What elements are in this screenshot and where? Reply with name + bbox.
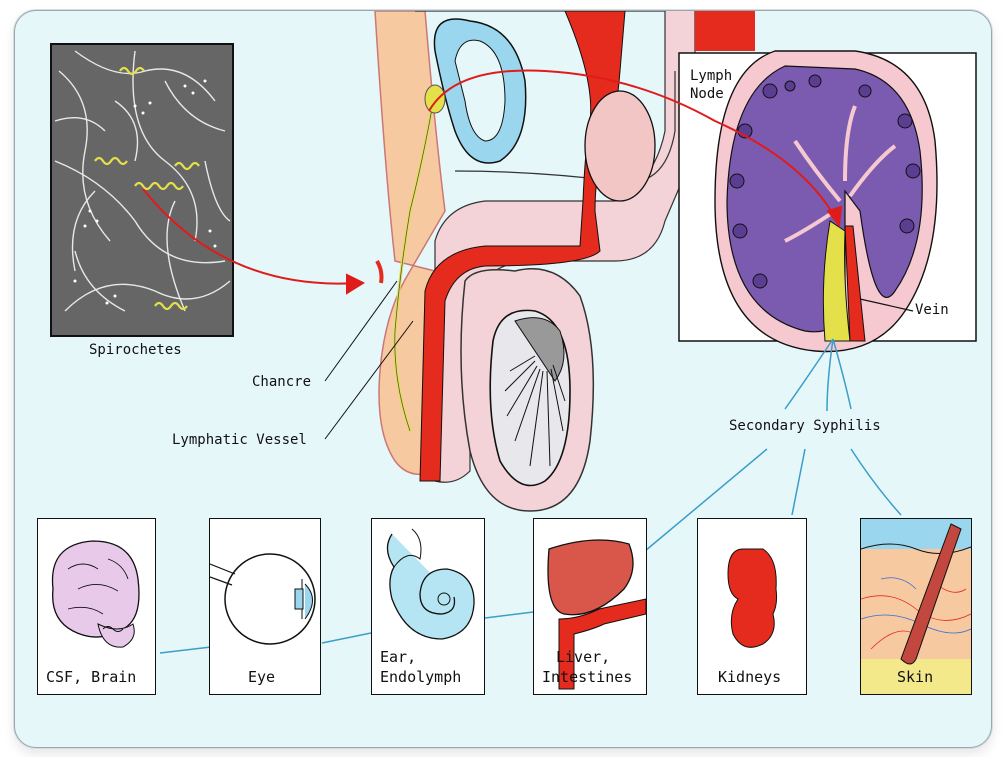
organ-box-brain: CSF, Brain bbox=[37, 518, 156, 695]
organ-box-eye: Eye bbox=[209, 518, 321, 695]
spirochetes-micrograph bbox=[51, 44, 233, 336]
organ-label-kidneys: Kidneys bbox=[718, 669, 781, 686]
lymph-node-label-line2: Node bbox=[690, 85, 724, 103]
spirochetes-label: Spirochetes bbox=[89, 341, 182, 359]
organ-label-ear-2: Endolymph bbox=[380, 669, 461, 686]
organ-label-skin: Skin bbox=[897, 669, 933, 686]
organ-box-kidneys: Kidneys bbox=[697, 518, 807, 695]
organ-label-brain: CSF, Brain bbox=[46, 669, 136, 686]
lymph-node-label-line1: Lymph bbox=[690, 67, 732, 85]
organ-label-liver-2: Intestines bbox=[542, 669, 632, 686]
lymphatic-vessel-label: Lymphatic Vessel bbox=[172, 431, 307, 449]
organ-label-liver-1: Liver, bbox=[556, 649, 610, 666]
diagram-frame: Spirochetes Chancre Lymphatic Vessel Lym… bbox=[14, 10, 992, 748]
chancre-label: Chancre bbox=[252, 373, 311, 391]
organ-label-ear-1: Ear, bbox=[380, 649, 416, 666]
organ-label-eye: Eye bbox=[248, 669, 275, 686]
organ-box-skin: Skin bbox=[860, 518, 972, 695]
organ-box-liver: Liver, Intestines bbox=[533, 518, 647, 695]
organ-box-ear: Ear, Endolymph bbox=[371, 518, 485, 695]
vein-label: Vein bbox=[915, 301, 949, 319]
anatomy-drawing bbox=[15, 11, 991, 747]
secondary-syphilis-label: Secondary Syphilis bbox=[729, 417, 881, 435]
